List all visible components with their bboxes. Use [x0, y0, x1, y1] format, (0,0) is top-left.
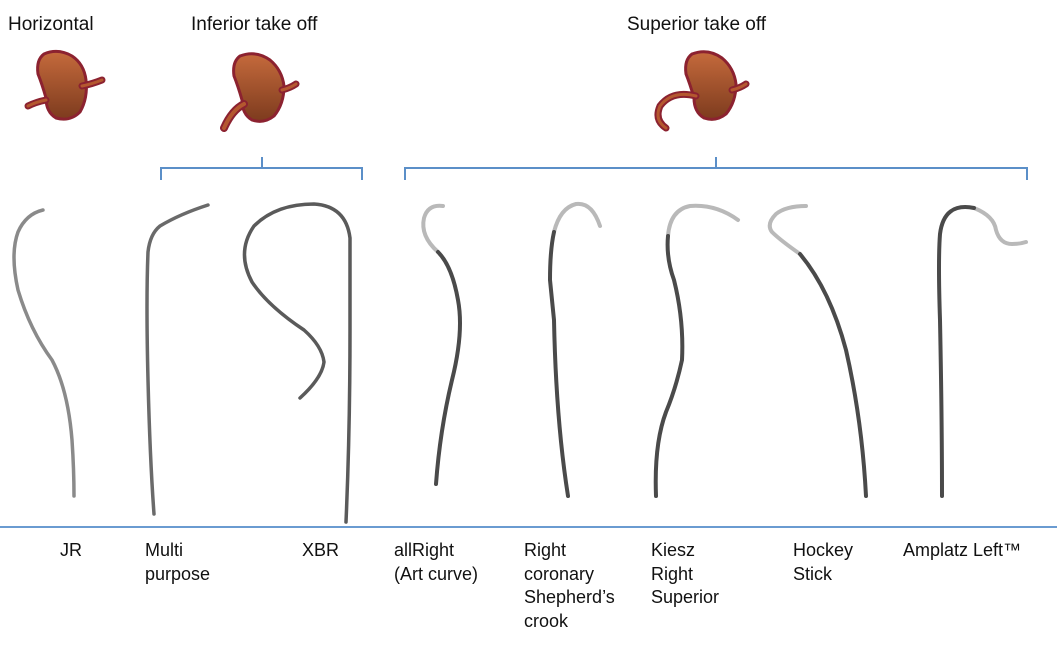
label-multipurpose: Multi purpose: [145, 539, 210, 586]
heart-icon: [28, 51, 102, 119]
heart-icon: [658, 52, 746, 128]
bracket-superior: [405, 157, 1027, 180]
catheter-shepherd: [550, 204, 600, 496]
label-allright: allRight (Art curve): [394, 539, 478, 586]
catheter-hockey: [770, 206, 866, 496]
label-jr: JR: [60, 539, 82, 563]
label-kiesz: Kiesz Right Superior: [651, 539, 719, 610]
catheter-jr: [14, 210, 74, 496]
label-amplatz: Amplatz Left™: [903, 539, 1021, 563]
catheter-allright: [423, 206, 460, 484]
label-shepherd: Right coronary Shepherd’s crook: [524, 539, 615, 633]
catheter-multipurpose: [147, 205, 208, 514]
bracket-inferior: [161, 157, 362, 180]
catheter-amplatz: [939, 207, 1026, 496]
label-xbr: XBR: [302, 539, 339, 563]
heart-icon: [224, 54, 296, 128]
catheter-xbr: [244, 204, 350, 522]
label-hockey: Hockey Stick: [793, 539, 853, 586]
catheter-kiesz: [656, 206, 738, 496]
